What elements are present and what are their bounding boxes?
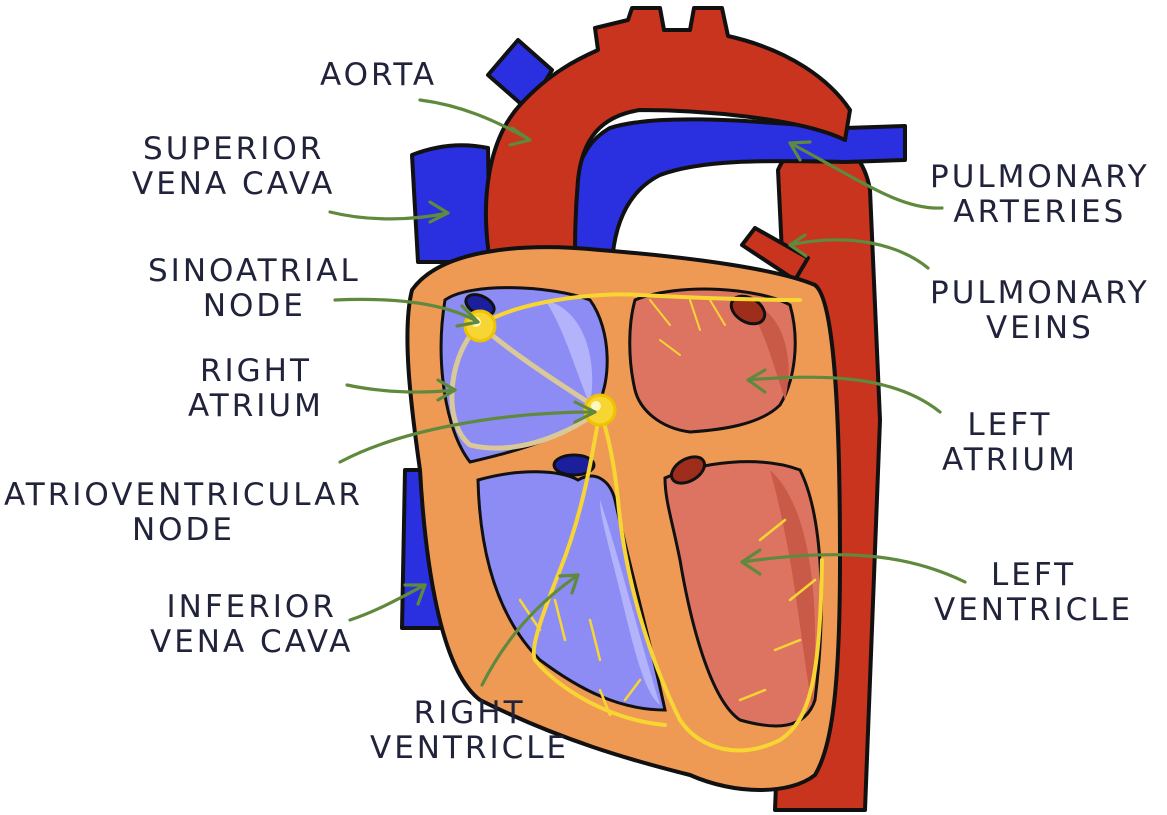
label-right-atrium-line1: RIGHT	[199, 353, 312, 389]
label-left-atrium-line2: ATRIUM	[942, 442, 1078, 478]
label-left-ventricle: LEFT VENTRICLE	[934, 558, 1133, 628]
label-superior-vena-cava-line2: VENA CAVA	[132, 166, 336, 202]
arrow-atrioventricular-node-head	[573, 400, 597, 424]
arrow-left-atrium-head	[746, 368, 767, 394]
arrow-right-ventricle	[480, 573, 580, 687]
arrow-right-ventricle-head	[558, 573, 580, 595]
label-atrioventricular-node: ATRIOVENTRICULAR NODE	[4, 478, 363, 548]
left-atrium-shade	[745, 300, 789, 400]
left-atrium-chamber	[628, 287, 797, 434]
arrow-atrioventricular-node	[338, 410, 597, 464]
arrow-right-atrium	[345, 383, 457, 394]
label-superior-vena-cava-line1: SUPERIOR	[143, 131, 325, 167]
arrow-sinoatrial-node-head	[455, 304, 480, 328]
label-atrioventricular-node-line2: NODE	[131, 512, 235, 548]
label-left-ventricle-line1: LEFT	[991, 557, 1077, 593]
label-pulmonary-arteries: PULMONARY ARTERIES	[930, 160, 1150, 230]
label-pulmonary-veins: PULMONARY VEINS	[930, 276, 1150, 346]
arrow-pulmonary-veins	[788, 238, 930, 270]
label-atrioventricular-node-line1: ATRIOVENTRICULAR	[4, 477, 363, 513]
label-inferior-vena-cava: INFERIOR VENA CAVA	[150, 590, 353, 660]
arrow-left-atrium	[746, 375, 942, 414]
label-sinoatrial-node: SINOATRIAL NODE	[148, 254, 361, 324]
arrow-inferior-vena-cava	[348, 583, 427, 622]
arrow-sinoatrial-node	[333, 297, 480, 324]
arrow-pulmonary-arteries	[788, 141, 944, 210]
label-right-ventricle-line2: VENTRICLE	[370, 730, 570, 766]
label-right-atrium: RIGHT ATRIUM	[188, 354, 324, 424]
label-aorta: AORTA	[320, 58, 437, 93]
arrow-left-ventricle	[740, 553, 967, 584]
arrow-superior-vena-cava	[328, 210, 450, 221]
label-sinoatrial-node-line1: SINOATRIAL	[148, 253, 361, 289]
tricuspid-opening	[552, 453, 596, 477]
arrow-inferior-vena-cava-head	[403, 583, 427, 606]
label-pulmonary-arteries-line1: PULMONARY	[930, 159, 1150, 195]
label-pulmonary-veins-line1: PULMONARY	[930, 275, 1150, 311]
label-inferior-vena-cava-line2: VENA CAVA	[150, 624, 354, 660]
arrow-left-ventricle-head	[740, 548, 762, 576]
arrow-aorta-head	[508, 126, 532, 147]
arrow-pulmonary-veins-head	[788, 233, 808, 258]
atrioventricular-node-glow	[591, 401, 601, 411]
conduction-system	[449, 292, 824, 753]
pulmonary-vein-stub	[740, 226, 810, 282]
label-pulmonary-arteries-line2: ARTERIES	[953, 194, 1127, 230]
left-ventricle-shade	[770, 470, 816, 705]
right-ventricle-shine	[600, 500, 660, 705]
label-sinoatrial-node-line2: NODE	[202, 288, 306, 324]
label-right-ventricle-line1: RIGHT	[413, 695, 526, 731]
aortic-arch	[483, 6, 852, 264]
label-superior-vena-cava: SUPERIOR VENA CAVA	[132, 132, 335, 202]
label-left-atrium-line1: LEFT	[967, 407, 1053, 443]
arrow-right-atrium-head	[436, 378, 457, 402]
label-left-atrium: LEFT ATRIUM	[942, 408, 1078, 478]
superior-vena-cava	[410, 143, 492, 264]
label-inferior-vena-cava-line1: INFERIOR	[166, 589, 337, 625]
arrow-superior-vena-cava-head	[428, 200, 450, 224]
label-right-ventricle: RIGHT VENTRICLE	[370, 696, 569, 766]
label-aorta-line1: AORTA	[320, 57, 438, 93]
label-right-atrium-line2: ATRIUM	[188, 388, 324, 424]
label-left-ventricle-line2: VENTRICLE	[934, 592, 1134, 628]
mitral-opening	[669, 455, 707, 485]
arrow-pulmonary-arteries-head	[788, 140, 812, 162]
right-atrium-shine	[545, 300, 593, 405]
label-pulmonary-veins-line2: VEINS	[985, 310, 1094, 346]
label-arrows	[328, 98, 967, 687]
